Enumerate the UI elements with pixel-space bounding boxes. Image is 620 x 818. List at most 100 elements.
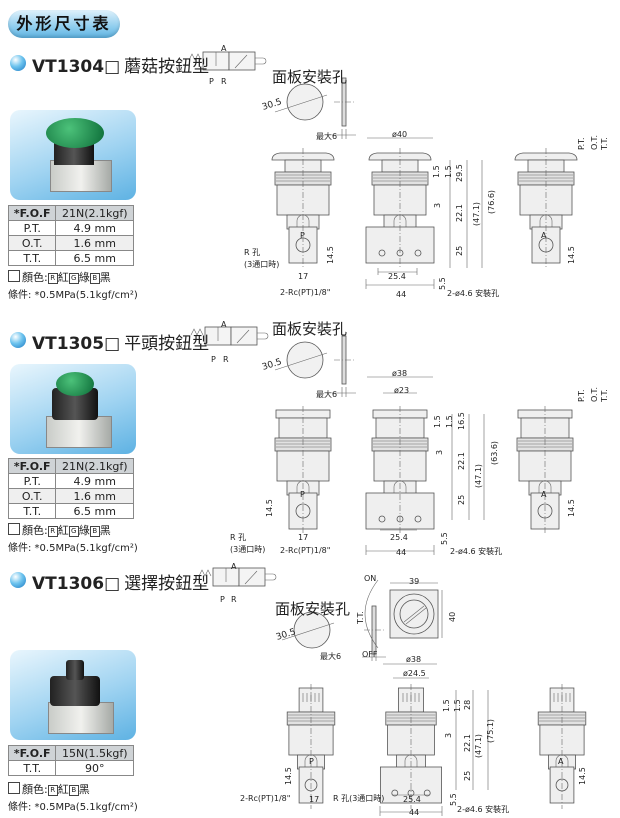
spec-value: 4.9 mm: [55, 473, 134, 489]
dim-label: P.T.: [577, 137, 586, 150]
dim-label: (47.1): [474, 463, 483, 488]
dim-label: 14.5: [567, 499, 576, 517]
dim-label: 1.5: [432, 165, 441, 178]
dim-label: 1.5: [433, 415, 442, 428]
knob-slot: [403, 605, 425, 623]
flow-arrow: [244, 570, 258, 585]
r-port-label: R 孔: [244, 248, 261, 257]
model: VT1305: [32, 334, 105, 354]
dim-label: 44: [409, 808, 420, 817]
color-name: 黑: [99, 524, 111, 537]
dim-label: 1.5: [442, 699, 451, 712]
spec-key: *F.O.F: [7, 205, 57, 221]
dim-label: O.T.: [590, 387, 599, 402]
color-code: R: [47, 784, 58, 796]
port-label: 2-Rc(PT)1/8": [280, 546, 331, 555]
mount-hole-label: 2-ø4.6 安裝孔: [447, 289, 500, 298]
product-photo-vt1306: [10, 650, 136, 740]
spec-value: 1.6 mm: [55, 235, 134, 251]
dim-label: (47.1): [474, 733, 483, 758]
dim-label: 1.5: [444, 165, 453, 178]
color-code: B: [68, 784, 79, 796]
bullet-icon: [10, 55, 26, 71]
port-label: 2-Rc(PT)1/8": [240, 794, 291, 803]
mushroom-cap: [46, 118, 104, 148]
dimension-line: [274, 94, 328, 113]
symbol-label-r: R: [221, 77, 227, 86]
flat-button: [56, 372, 94, 396]
dim-label: 14.5: [567, 246, 576, 264]
color-code: B: [89, 272, 100, 284]
color-name: 紅: [57, 783, 69, 796]
test-condition: 條件: *0.5MPa(5.1kgf/cm²): [8, 543, 138, 554]
port-p-label: P: [309, 757, 314, 766]
color-code: R: [47, 525, 58, 537]
spec-value: 90°: [55, 760, 134, 776]
dim-label: 22.1: [457, 452, 466, 470]
r-port-note: (3通口時): [244, 260, 280, 269]
dim-label: 44: [396, 548, 407, 557]
mount-hole: [378, 515, 386, 523]
mount-hole-label: 2-ø4.6 安裝孔: [457, 805, 510, 814]
symbol-label-r: R: [231, 595, 237, 604]
dim-label: 25: [455, 245, 464, 256]
color-label: 顏色:: [22, 783, 48, 796]
dim-label: 25.4: [388, 272, 406, 281]
port-a-label: A: [558, 757, 564, 766]
dim-label: O.T.: [590, 135, 599, 150]
symbol-label-p: P: [211, 355, 216, 364]
spring-icon: [190, 328, 204, 336]
dim-label: 29.5: [455, 164, 464, 182]
spec-value: 15N(1.5kgf): [55, 745, 134, 761]
mount-hole: [414, 249, 422, 257]
color-name: 黑: [99, 271, 111, 284]
r-port-label: R 孔: [230, 533, 247, 542]
mount-hole: [378, 249, 386, 257]
on-label: ON: [364, 574, 377, 583]
dim-label: ø40: [392, 130, 408, 139]
dim-label: 5.5: [440, 532, 449, 545]
dim-label: 25.4: [390, 533, 408, 542]
mount-hole: [423, 789, 431, 797]
dim-label: 28: [463, 699, 472, 710]
dim-label: P.T.: [577, 389, 586, 402]
dim-label: 14.5: [326, 246, 335, 264]
spec-value: 1.6 mm: [55, 488, 134, 504]
color-label: 顏色:: [22, 524, 48, 537]
dim-label: T.T.: [356, 611, 365, 624]
model-name: 選擇按鈕型: [124, 574, 210, 594]
push-button-icon: [255, 57, 267, 65]
color-name: 紅: [57, 524, 69, 537]
dim-label: 44: [396, 290, 407, 299]
section-title-vt1306: VT1306□選擇按鈕型: [32, 569, 209, 594]
flow-arrow: [236, 329, 250, 344]
valve-body: [50, 160, 112, 192]
dim-label: 14.5: [284, 767, 293, 785]
dimension-line: [274, 352, 328, 371]
symbol-label-p: P: [220, 595, 225, 604]
spec-key: *F.O.F: [7, 745, 57, 761]
section-title-vt1305: VT1305□平頭按鈕型: [32, 329, 209, 354]
spec-value: 6.5 mm: [55, 250, 134, 266]
spec-value: 6.5 mm: [55, 503, 134, 519]
dim-label: (75.1): [486, 718, 495, 743]
color-name: 綠: [78, 271, 90, 284]
dim-label: T.T.: [600, 137, 609, 150]
dim-label: 22.1: [463, 734, 472, 752]
color-name: 黑: [78, 783, 90, 796]
dim-label: 1.5: [453, 699, 462, 712]
color-name: 紅: [57, 271, 69, 284]
dim-label: ø38: [406, 655, 422, 664]
dim-label: 22.1: [455, 204, 464, 222]
spec-key: O.T.: [7, 235, 57, 251]
dim-label: 14.5: [578, 767, 587, 785]
color-label: 顏色:: [22, 271, 48, 284]
product-photo-vt1305: [10, 364, 136, 454]
dim-label: 最大6: [316, 390, 338, 399]
color-code: G: [68, 272, 79, 284]
port-p-label: P: [300, 490, 305, 499]
